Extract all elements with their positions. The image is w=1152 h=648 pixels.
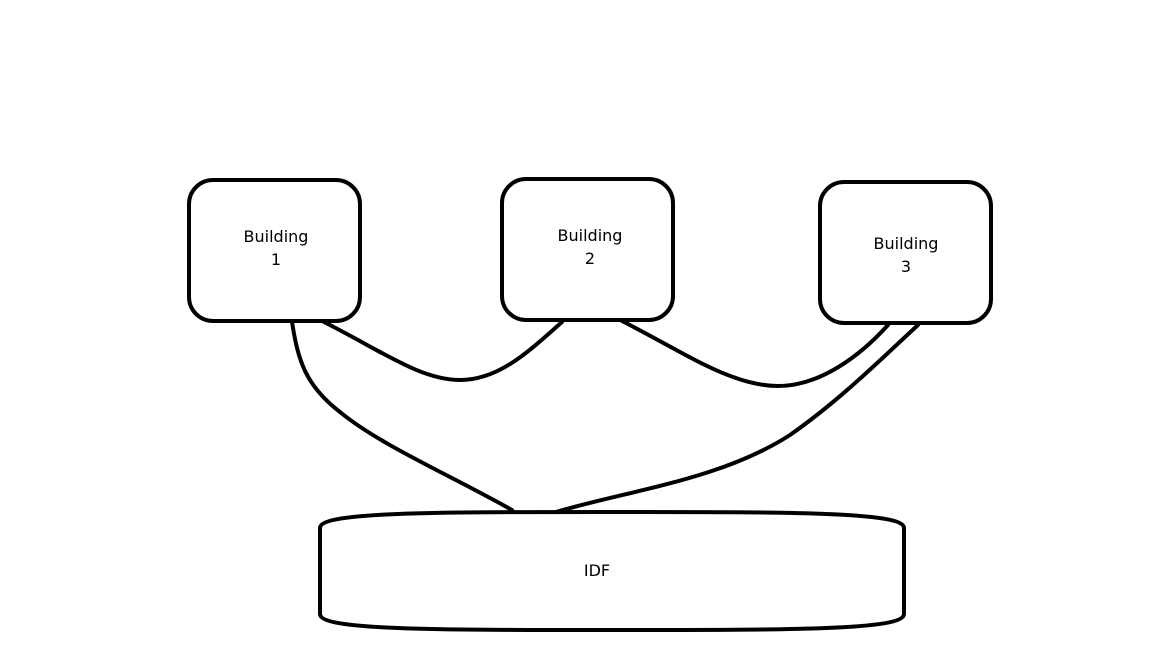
building-1-label-line2: 1 [271, 250, 281, 269]
link-building-2-to-building-3 [620, 319, 890, 389]
building-1-box [187, 178, 362, 323]
building-2-label-line2: 2 [585, 249, 595, 268]
idf-label: IDF [584, 561, 610, 580]
building-2-node[interactable]: Building 2 [500, 177, 675, 322]
idf-node[interactable]: IDF [318, 510, 906, 632]
building-1-label-line1: Building [244, 227, 309, 246]
building-3-label-line2: 3 [901, 257, 911, 276]
link-building-3-to-idf [554, 323, 920, 514]
building-2-box [500, 177, 675, 322]
building-3-box [818, 180, 993, 325]
building-1-node[interactable]: Building 1 [187, 178, 362, 323]
building-2-label-line1: Building [558, 226, 623, 245]
link-building-1-to-building-2 [322, 320, 564, 383]
building-3-label-line1: Building [874, 234, 939, 253]
building-3-node[interactable]: Building 3 [818, 180, 993, 325]
link-building-1-to-idf [290, 320, 514, 512]
idf-box [318, 510, 906, 632]
